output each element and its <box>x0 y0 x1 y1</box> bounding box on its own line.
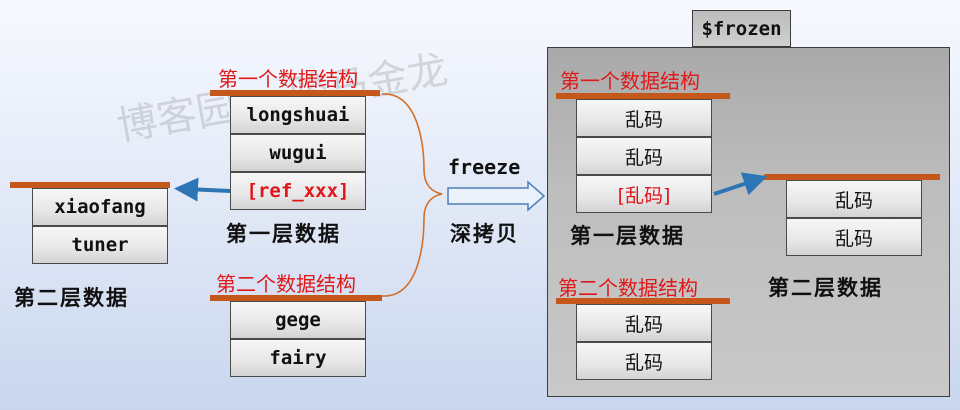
cell-right-garbled-6: 乱码 <box>786 218 922 256</box>
cell-wugui: wugui <box>230 134 366 172</box>
layer2-right-label: 第二层数据 <box>768 275 883 300</box>
layer2-left-label: 第二层数据 <box>14 285 129 310</box>
struct2-left-title: 第二个数据结构 <box>216 272 356 296</box>
layer1-left-label: 第一层数据 <box>226 221 341 246</box>
cell-tuner: tuner <box>32 226 168 264</box>
cell-right-garbled-4: 乱码 <box>576 342 712 380</box>
struct2-right-title: 第二个数据结构 <box>558 276 698 300</box>
cell-right-garbled-3: 乱码 <box>576 304 712 342</box>
frozen-label: $frozen <box>692 10 791 47</box>
deep-copy-label: 深拷贝 <box>450 221 519 246</box>
cell-gege: gege <box>230 301 366 339</box>
freeze-arrow-icon <box>447 180 546 212</box>
layer2-left-bar <box>10 182 170 188</box>
struct2-left-bar <box>210 295 382 301</box>
layer1-right-label: 第一层数据 <box>570 223 685 248</box>
struct2-right-bar <box>556 298 730 304</box>
cell-right-garbled-ref: [乱码] <box>576 175 712 213</box>
cell-xiaofang: xiaofang <box>32 188 168 226</box>
cell-ref-xxx: [ref_xxx] <box>230 172 366 210</box>
struct1-left-bar <box>210 90 380 96</box>
ref-arrow-right <box>713 172 768 196</box>
cell-right-garbled-5: 乱码 <box>786 180 922 218</box>
cell-right-garbled-2: 乱码 <box>576 137 712 175</box>
cell-longshuai: longshuai <box>230 96 366 134</box>
cell-fairy: fairy <box>230 339 366 377</box>
freeze-label: freeze <box>448 155 521 179</box>
struct1-right-bar <box>556 93 730 99</box>
cell-right-garbled-1: 乱码 <box>576 99 712 137</box>
brace-connector <box>381 93 443 297</box>
struct1-left-title: 第一个数据结构 <box>218 67 358 91</box>
struct1-right-title: 第一个数据结构 <box>560 69 700 93</box>
ref-arrow-left <box>174 177 231 202</box>
layer2-right-bar <box>764 174 940 180</box>
